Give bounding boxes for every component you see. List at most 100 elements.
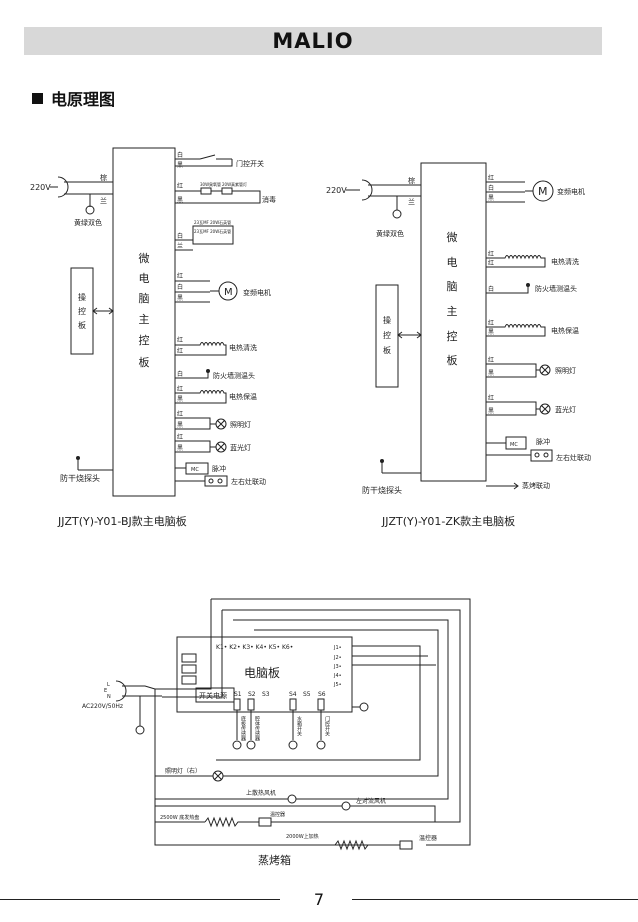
d1-wire-tag: 兰 [177, 242, 183, 250]
d2-wire-label: 兰 [408, 197, 415, 206]
d2-wire-tag: 红 [488, 394, 494, 402]
section-title-text: 电原理图 [51, 90, 116, 109]
d1-wire-tag: 黑 [177, 396, 183, 403]
d2-wire-tag: 红 [488, 319, 494, 327]
d3-s-label: S6 [318, 691, 326, 698]
d2-board-char: 微 [447, 230, 458, 244]
d1-keep-warm-label: 电热保温 [229, 392, 257, 401]
d1-ozone-tube-icon [200, 187, 212, 195]
d1-ground-label: 黄绿双色 [74, 218, 102, 227]
d3-top-fan-icon [287, 794, 297, 804]
d3-sensor-label: 水箱开关 [296, 715, 302, 737]
d2-panel-char: 控 [383, 330, 391, 340]
d3-sensor-label: 底板传感器 [240, 715, 246, 742]
d3-bottom-heater-label: 2500W 底发热盘 [160, 814, 199, 821]
d2-caption: JJZT(Y)-Y01-ZK款主电脑板 [381, 514, 515, 528]
d1-power-label: 220V [30, 183, 51, 192]
footer-line-right [352, 899, 638, 900]
d1-wire-label: 兰 [100, 196, 107, 205]
d2-blue-lamp-icon [539, 403, 551, 415]
d1-lamp-icon [215, 418, 227, 430]
d3-caption: 蒸烤箱 [258, 853, 291, 867]
d1-fire-probe-label: 防火墙测温头 [213, 371, 255, 380]
d2-stove-link-box [530, 449, 553, 462]
diagram-3: K1• K2• K3• K4• K5• K6• 电脑板 J1• J2• J3• … [82, 598, 471, 867]
page-number: 7 [313, 890, 325, 909]
d2-stove-link-label: 左右灶联动 [556, 453, 591, 462]
d3-ground2-icon [135, 725, 145, 735]
d2-board-char: 主 [447, 305, 458, 318]
d2-motor-m-icon: M [538, 185, 548, 198]
d2-mc-label: MC [510, 442, 518, 448]
d3-s-label: S4 [289, 691, 297, 698]
d2-pulse-label: 脉冲 [536, 437, 550, 446]
d3-top-heater-label: 2000W上加热 [286, 833, 319, 840]
d3-j-label: J3• [333, 664, 342, 670]
d1-clean-label: 电热清洗 [229, 343, 257, 352]
d1-panel-char: 板 [78, 320, 86, 330]
d3-lne-label: L [107, 682, 110, 688]
footer-line-left [0, 899, 280, 900]
d3-j-label: J4• [333, 673, 342, 679]
d1-caption: JJZT(Y)-Y01-BJ款主电脑板 [57, 514, 187, 528]
d1-wire-tag: 红 [177, 433, 183, 441]
d3-lne-label: N [107, 694, 111, 700]
d2-plug-icon [361, 179, 373, 201]
d3-plug-icon [115, 680, 127, 702]
d2-wire-tag: 红 [488, 250, 494, 258]
d1-wire-tag: 红 [177, 182, 183, 190]
d3-temp-ctrl2-label: 温控器 [419, 834, 437, 842]
d1-wire-tag: 黑 [177, 445, 183, 452]
d2-power-label: 220V [326, 186, 347, 195]
d1-wire-tag: 黑 [177, 422, 183, 429]
d3-ground-icon [359, 702, 369, 712]
d1-ground-icon [85, 205, 95, 215]
d1-mc-label: MC [191, 467, 199, 473]
d3-psu-box [195, 687, 235, 703]
d3-s-label: S1 [234, 691, 242, 698]
d1-small-label: 30W臭氧管 [200, 181, 221, 187]
d1-probe-label: 防干烧探头 [60, 473, 100, 483]
d1-wire-tag: 黑 [177, 295, 183, 302]
diagram-1: 微 电 脑 主 控 板 操 控 板 220V 棕 兰 黄绿双色 防干烧探头 [30, 147, 276, 528]
d1-wire-tag: 黑 [177, 197, 183, 204]
d2-wire-tag: 红 [488, 356, 494, 364]
d3-board-label: 电脑板 [244, 666, 280, 680]
d1-wire-tag: 红 [177, 272, 183, 280]
d3-power-label: AC220V/50Hz [82, 703, 123, 710]
d1-wire-tag: 白 [177, 370, 183, 378]
section-title: 电原理图 [32, 86, 115, 110]
d3-sensor-label: 门控开关 [324, 715, 330, 737]
d3-computer-board [176, 636, 353, 713]
d3-s-label: S2 [248, 691, 256, 698]
d1-quartz-block [192, 225, 234, 245]
header-bar: MALIO [24, 27, 602, 55]
d2-board-char: 板 [447, 353, 458, 367]
d1-wire-tag: 白 [177, 151, 183, 159]
d1-fan-motor-label: 变频电机 [243, 288, 271, 297]
d2-main-board [420, 162, 487, 482]
d3-lne-label: E [104, 688, 107, 694]
d2-panel-char: 板 [383, 345, 391, 355]
d1-wire-tag: 红 [177, 336, 183, 344]
d3-temp-ctrl-label: 温控器 [270, 811, 285, 818]
d2-wire-label: 棕 [408, 176, 415, 185]
d2-wire-tag: 白 [488, 285, 494, 293]
d2-light-label: 照明灯 [555, 366, 576, 375]
d2-control-panel [375, 284, 399, 388]
d2-fire-probe-label: 防火墙测温头 [535, 284, 577, 293]
d1-wire-tag: 红 [177, 385, 183, 393]
d2-wire-tag: 红 [488, 174, 494, 182]
d1-main-board [112, 147, 176, 497]
d1-panel-char: 控 [78, 306, 86, 316]
d1-wire-tag: 白 [177, 283, 183, 291]
d1-light-label: 照明灯 [230, 420, 251, 429]
d3-top-fan-label: 上散热风机 [246, 789, 276, 797]
d1-wire-tag: 白 [177, 232, 183, 240]
d2-wire-tag: 红 [488, 259, 494, 267]
d2-panel-char: 操 [383, 315, 391, 325]
d3-s-label: S5 [303, 691, 311, 698]
d3-j-label: J5• [333, 682, 342, 688]
d2-wire-tag: 黑 [488, 329, 494, 336]
